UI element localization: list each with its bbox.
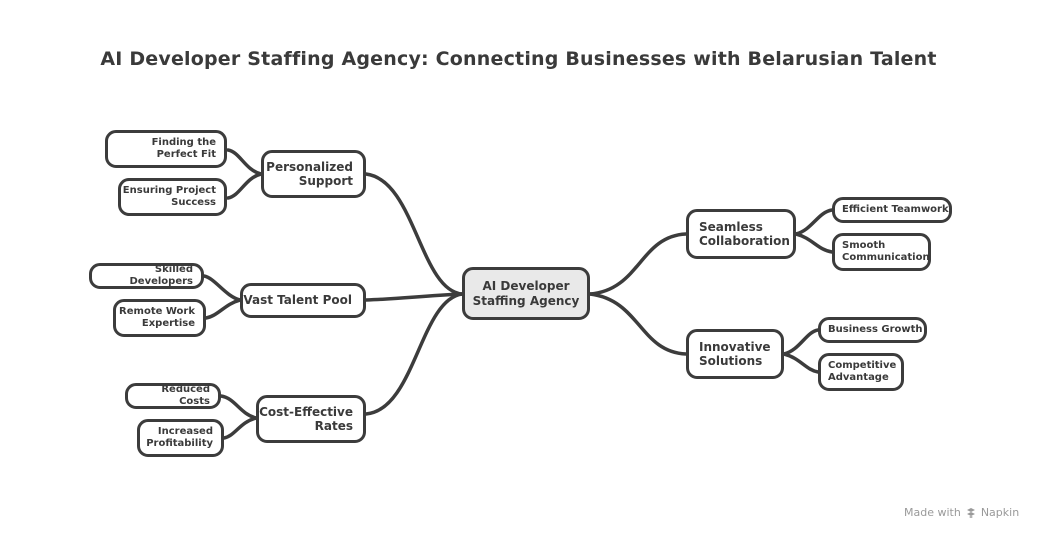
branch-label: Vast Talent Pool [243, 293, 352, 308]
link-innov-leaf1 [782, 328, 820, 356]
leaf-label: Smooth Communication [842, 240, 930, 263]
branch-label: Personalized Support [266, 159, 353, 188]
link-talent-leaf2 [204, 298, 242, 320]
link-center-cost [364, 292, 464, 416]
leaf-label: Reduced Costs [161, 384, 210, 407]
leaf-business-growth[interactable]: Business Growth [815, 315, 934, 346]
leaf-reduced-costs[interactable]: Reduced Costs [122, 381, 228, 412]
leaf-label: Skilled Developers [129, 264, 193, 287]
napkin-logo-icon [965, 507, 977, 519]
branch-personalized-support[interactable]: Personalized Support [258, 148, 373, 201]
leaf-skilled-developers[interactable]: Skilled Developers [86, 261, 211, 292]
center-node-label: AI Developer Staffing Agency [472, 279, 580, 308]
leaf-increased-profitability[interactable]: Increased Profitability [134, 417, 231, 460]
made-with-text: Made with [904, 506, 961, 519]
link-cost-leaf2 [222, 416, 258, 440]
link-collab-leaf1 [794, 208, 834, 236]
branch-cost-effective-rates[interactable]: Cost-Effective Rates [253, 393, 373, 446]
branch-label: Cost-Effective Rates [259, 404, 353, 433]
branch-label: Seamless Collaboration [699, 219, 790, 248]
diagram-title: AI Developer Staffing Agency: Connecting… [100, 48, 937, 70]
branch-seamless-collaboration[interactable]: Seamless Collaboration [683, 207, 803, 262]
branch-vast-talent-pool[interactable]: Vast Talent Pool [237, 281, 373, 321]
made-with-napkin[interactable]: Made with Napkin [904, 506, 1019, 519]
leaf-label: Ensuring Project Success [122, 185, 216, 208]
leaf-smooth-communication[interactable]: Smooth Communication [829, 231, 938, 274]
link-talent-leaf1 [202, 274, 242, 302]
link-center-support [364, 172, 464, 296]
leaf-label: Finding the Perfect Fit [151, 137, 216, 160]
napkin-brand: Napkin [980, 506, 1020, 519]
leaf-competitive-advantage[interactable]: Competitive Advantage [815, 351, 911, 394]
leaf-label: Business Growth [828, 324, 923, 335]
leaf-label: Remote Work Expertise [119, 306, 195, 329]
link-center-innov [588, 292, 688, 356]
center-node[interactable]: AI Developer Staffing Agency [462, 267, 590, 320]
branch-innovative-solutions[interactable]: Innovative Solutions [683, 327, 791, 382]
leaf-label: Efficient Teamwork [842, 204, 949, 215]
leaf-ensuring-project-success[interactable]: Ensuring Project Success [115, 176, 234, 219]
link-support-leaf1 [226, 148, 263, 176]
leaf-efficient-teamwork[interactable]: Efficient Teamwork [829, 195, 959, 226]
link-support-leaf2 [226, 172, 263, 200]
link-collab-leaf2 [794, 232, 834, 254]
link-center-collab [588, 232, 688, 296]
leaf-label: Increased Profitability [146, 426, 213, 449]
leaf-finding-perfect-fit[interactable]: Finding the Perfect Fit [102, 128, 234, 171]
leaf-label: Competitive Advantage [828, 360, 897, 383]
branch-label: Innovative Solutions [699, 339, 771, 368]
link-center-talent [364, 292, 464, 302]
link-innov-leaf2 [782, 352, 820, 374]
link-cost-leaf1 [219, 394, 258, 420]
leaf-remote-work-expertise[interactable]: Remote Work Expertise [110, 297, 213, 340]
